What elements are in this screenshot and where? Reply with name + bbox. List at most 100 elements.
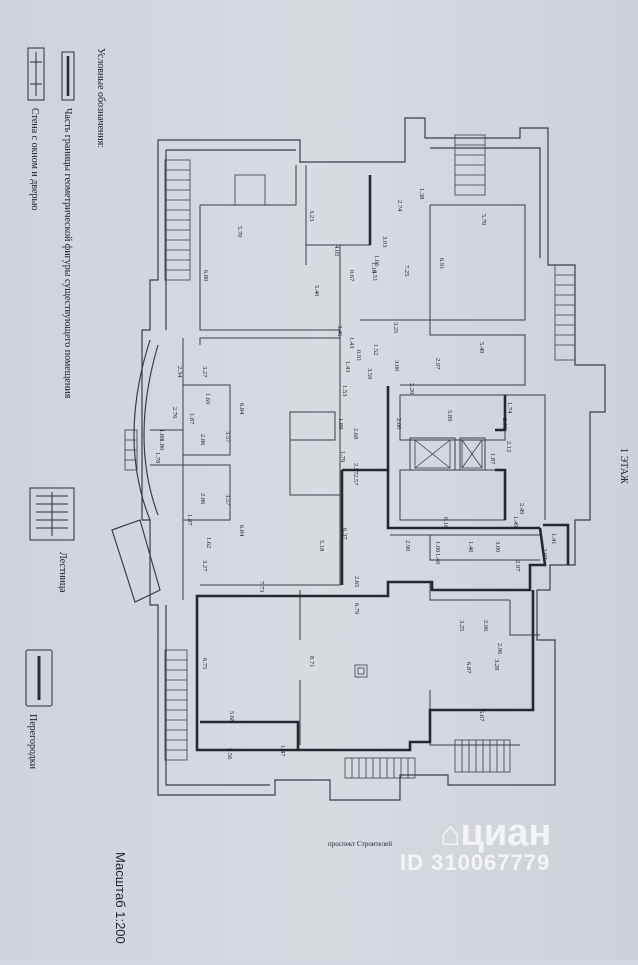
- dimension-label: 1.74: [506, 402, 513, 414]
- dimension-label: 1.18: [370, 262, 377, 273]
- stair-top-left: [164, 159, 191, 281]
- stair-bottom-left: [164, 649, 188, 761]
- dimension-label: 1.80: [158, 439, 165, 450]
- dimension-label: 3.27: [201, 560, 208, 572]
- dimension-label: 6.16: [442, 517, 449, 529]
- watermark-home-icon: ⌂: [440, 815, 461, 853]
- dimension-label: 5.70: [480, 214, 487, 225]
- dimension-label: 1.40: [434, 553, 441, 564]
- dimension-label: 1.52: [372, 344, 379, 355]
- dimension-label: 0.51: [371, 270, 378, 281]
- dimension-label: 2.65: [353, 576, 360, 587]
- dimension-label: 1.79: [339, 451, 346, 462]
- dimension-label: 1.49: [512, 516, 519, 527]
- dimension-label: 1.38: [418, 188, 425, 199]
- dimension-label: 5.67: [478, 710, 485, 722]
- dimension-label: 2.86: [199, 434, 206, 446]
- dimension-label: 8.71: [308, 656, 315, 667]
- dimension-label: 5.89: [446, 410, 453, 421]
- dimension-label: 6.87: [465, 662, 472, 674]
- dimension-label: 3.23: [308, 210, 315, 221]
- dimension-label: 1.87: [489, 453, 496, 465]
- dimension-label: 2.57: [352, 463, 359, 475]
- dimension-label: 5.56: [226, 748, 233, 760]
- dimension-label: 5.18: [318, 540, 325, 551]
- building-outline: [111, 117, 606, 801]
- dimension-label: 7.25: [403, 265, 410, 276]
- dimension-label: 2.97: [514, 560, 521, 572]
- dimension-label: 3.46: [336, 325, 343, 337]
- dimension-label: 2.97: [434, 358, 441, 370]
- dimension-label: 1.89: [337, 418, 344, 429]
- dimension-label: 1.69: [204, 393, 211, 404]
- dimension-label: 5.40: [313, 285, 320, 296]
- dimension-label: 2.34: [176, 366, 183, 378]
- dimension-label: 3.25: [458, 620, 465, 631]
- dimension-label: 2.12: [505, 441, 512, 452]
- dimension-label: 2.96: [496, 643, 503, 655]
- dimension-label: 3.27: [201, 366, 208, 378]
- stair-right: [554, 264, 576, 361]
- dimension-label: 1.43: [348, 337, 355, 348]
- dimension-label: 1.62: [205, 537, 212, 548]
- staircases: [124, 134, 576, 779]
- dimension-label: 0.91: [355, 350, 362, 361]
- dimension-label: 6.79: [353, 603, 360, 614]
- dimension-label: 5.68: [228, 711, 235, 722]
- interior-walls: [150, 165, 546, 746]
- legend-wall-symbol: [27, 47, 45, 101]
- dimension-label: 1.88: [158, 429, 165, 440]
- street-label: проспект Строителей: [328, 840, 392, 848]
- legend-wall-label: Стена с окном и дверью: [29, 108, 40, 211]
- dimension-label: 5.70: [236, 226, 243, 237]
- dimension-label: 7.73: [258, 581, 265, 592]
- dimension-label: 0.67: [348, 270, 355, 282]
- dimension-label: 6.84: [238, 525, 245, 537]
- dimension-label: 2.96: [482, 620, 489, 632]
- dimension-label: 3.59: [366, 368, 373, 379]
- dimension-label: 3.28: [493, 659, 500, 670]
- stair-top-right: [454, 134, 486, 196]
- watermark-logo: ⌂циан: [440, 812, 552, 854]
- stair-bottom-right: [454, 739, 511, 773]
- stair-bottom-center: [344, 757, 416, 779]
- dimension-label: 3.03: [381, 236, 388, 247]
- dimension-label: 3.00: [393, 360, 400, 371]
- dimension-label: 1.53: [341, 385, 348, 396]
- dimension-label: 1.43: [344, 361, 351, 372]
- dimension-label: 1.78: [154, 452, 161, 463]
- legend-symbols: [25, 47, 75, 707]
- dimension-label: 6.37: [341, 528, 348, 540]
- legend-stair-label: Лестница: [57, 552, 68, 593]
- dimension-label: 6.75: [201, 658, 208, 669]
- boundary-lines: [195, 175, 570, 752]
- dimension-label: 2.07: [541, 548, 548, 560]
- legend-title: Условные обозначения:: [95, 48, 106, 149]
- dimension-label: 1.47: [279, 745, 286, 757]
- scale-label: Масштаб 1:200: [113, 852, 128, 944]
- elevator-shafts: [234, 174, 483, 678]
- dimension-label: 2.06: [501, 418, 508, 430]
- dimension-label: 2.68: [352, 428, 359, 439]
- watermark-id: ID 310067779: [400, 850, 551, 875]
- dimension-label: 6.91: [438, 258, 445, 269]
- bay-windows: [124, 429, 138, 471]
- dimension-label: 2.74: [396, 200, 403, 212]
- dimension-label: 6.84: [238, 403, 245, 415]
- dimension-label: 2.86: [199, 493, 206, 505]
- dimension-label: 1.06: [373, 255, 380, 267]
- dimension-label: 5.49: [478, 342, 485, 353]
- legend-boundary-symbol: [61, 51, 75, 101]
- dimension-label: 1.40: [467, 541, 474, 552]
- dimension-label: 4.05: [333, 245, 340, 256]
- dimension-labels: 5.703.234.052.741.385.706.803.031.061.18…: [154, 188, 557, 760]
- dimension-label: 1.00: [434, 541, 441, 552]
- floor-label: 1 ЭТАЖ: [618, 448, 629, 484]
- legend-partition-label: Перегородки: [27, 714, 38, 769]
- dimension-label: 1.87: [188, 413, 195, 425]
- dimension-label: 3.25: [392, 322, 399, 333]
- dimension-label: 1.87: [186, 514, 193, 526]
- dimension-label: 2.00: [395, 418, 402, 429]
